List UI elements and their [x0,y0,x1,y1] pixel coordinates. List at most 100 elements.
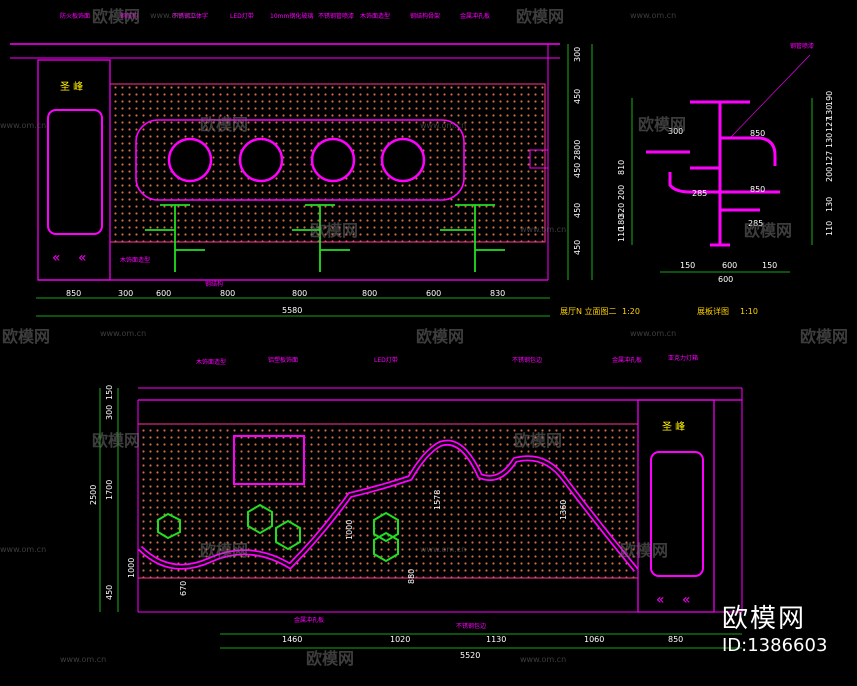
top-total-dim: 5580 [282,306,302,315]
detail-right-dim-label: 110 [825,221,834,236]
top-side-dim-label: 450 [573,240,582,255]
watermark-logo: 欧模网 [200,115,248,134]
top-title-text: 展厅N 立面图二 [560,306,617,316]
detail-dim-label: 285 [748,219,763,228]
watermarks: 欧模网 欧模网 欧模网 欧模网 欧模网 欧模网 欧模网 欧模网 欧模网 欧模网 … [0,7,848,668]
detail-dim-label: 150 [762,261,777,270]
bottom-dim-label: 1060 [584,635,604,644]
top-callout-note: 木饰面造型 [360,12,390,20]
watermark-site: www.om.cn [420,121,466,130]
arrow-glyph: « [52,250,61,266]
brand-name: 欧模网 [722,604,807,634]
sign-text: 圣 峰 [662,421,685,433]
bottom-inner-dim-label: 1578 [433,490,442,510]
bottom-callout-note: 铝塑板饰面 [268,356,298,364]
detail-dim-label: 150 [680,261,695,270]
bottom-inner-dim-label: 670 [179,581,188,596]
detail-right-dim-label: 130 [825,197,834,212]
detail-note: 钢管喷漆 [790,42,814,50]
watermark-site: www.om.cn [520,655,566,664]
detail-right-dim-label: 127 [825,117,834,132]
bottom-callout-note: 金属冲孔板 [612,356,642,364]
top-side-dim-label: 450 [573,89,582,104]
top-side-dim-label: 450 [573,163,582,178]
top-callout-note: LED灯带 [230,12,254,20]
watermark-logo: 欧模网 [92,431,140,450]
top-callout-note: 钢结构 [205,280,223,288]
bottom-callout-note: LED灯带 [374,356,398,364]
top-callout-note: 不锈钢立体字 [172,12,208,20]
watermark-site: www.om.cn [630,329,676,338]
stand-frames [145,204,505,272]
detail-dim-label: 850 [750,185,765,194]
top-scale: 1:20 [622,307,640,316]
bottom-callout-note: 不锈钢包边 [512,356,542,364]
detail-right-dim-label: 127 [825,151,834,166]
top-side-dim-label: 300 [573,47,582,62]
hexagons [157,503,399,563]
detail-dim-label: 850 [750,129,765,138]
top-dim-label: 800 [220,289,235,298]
watermark-logo: 欧模网 [416,327,464,346]
round-windows [167,137,426,183]
brand-id: ID:1386603 [722,635,828,656]
bottom-dim-label: 850 [668,635,683,644]
bottom-left-dim-label: 1700 [105,480,114,500]
watermark-site: www.om.cn [520,225,566,234]
top-dim-label: 850 [66,289,81,298]
watermark-logo: 欧模网 [638,115,686,134]
arrow-glyph: « [656,592,665,608]
top-side-dim-label: 2800 [573,140,582,160]
detail-total-width: 600 [718,275,733,284]
watermark-logo: 欧模网 [200,541,248,560]
top-dim-label: 600 [156,289,171,298]
bottom-callout-note: 木饰面造型 [196,358,226,366]
watermark-logo: 欧模网 [800,327,848,346]
detail-dim-label: 600 [722,261,737,270]
watermark-site: www.om.cn [630,11,676,20]
top-side-dim-label: 450 [573,203,582,218]
watermark-logo: 欧模网 [744,221,792,240]
detail-left-dim-label: 810 [617,160,626,175]
detail-right-dim-label: 190 [825,91,834,106]
top-dim-label: 800 [292,289,307,298]
arrow-glyph: « [682,592,691,608]
bottom-inner-dim-label: 1000 [345,520,354,540]
top-callout-note: 不锈钢管喷漆 [318,12,354,20]
bottom-left-dim-label: 2500 [89,485,98,505]
detail-scale: 1:10 [740,307,758,316]
bottom-left-dim-label: 150 [105,385,114,400]
top-bottom-dims [36,297,550,317]
top-callout-note: 10mm钢化玻璃 [270,12,313,20]
top-callout-note: 金属冲孔板 [460,12,490,20]
watermark-site: www.om.cn [60,655,106,664]
watermark-logo: 欧模网 [310,221,358,240]
watermark-site: www.om.cn [0,545,46,554]
top-dim-label: 300 [118,289,133,298]
detail-left-dim-label: 200 [617,185,626,200]
top-title: 展厅N 立面图二 1:20 [560,306,640,316]
watermark-site: www.om.cn [100,329,146,338]
top-dim-label: 600 [426,289,441,298]
top-callout-note: 防火板饰面 [60,12,90,20]
watermark-site: www.om.cn [420,545,466,554]
arrow-glyph: « [78,250,87,266]
detail-left-dim-label: 320 [617,203,626,218]
detail-left-dim-label: 180 [617,215,626,230]
watermark-logo: 欧模网 [306,649,354,668]
bottom-inner-dim-label: 880 [407,569,416,584]
detail-dim-label: 300 [668,127,683,136]
detail-right-dim-label: 130 [825,133,834,148]
watermark-logo: 欧模网 [516,7,564,26]
bottom-callout-note: 金属冲孔板 [294,616,324,624]
watermark-site: www.om.cn [150,11,196,20]
detail-left-dim-label: 110 [617,227,626,242]
top-callout-note: 钢结构骨架 [410,12,440,20]
bottom-dim-label: 1020 [390,635,410,644]
bottom-dim-label: 1130 [486,635,506,644]
top-dim-label: 800 [362,289,377,298]
bottom-inner-dim-label: 1360 [559,500,568,520]
